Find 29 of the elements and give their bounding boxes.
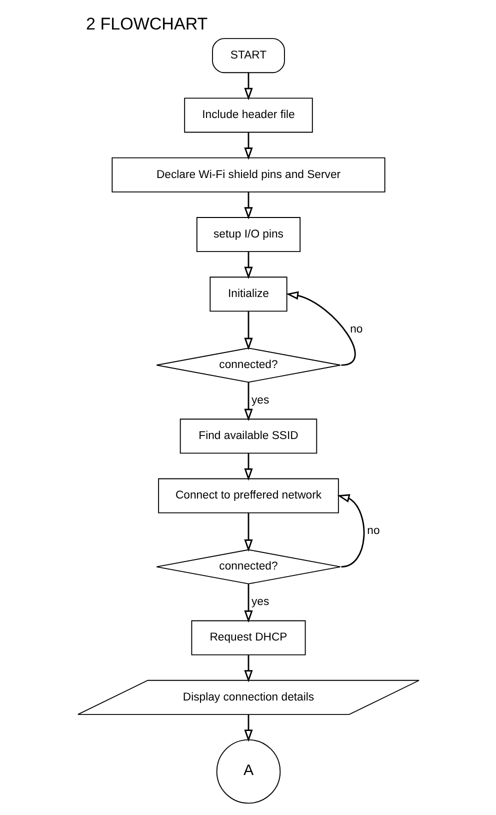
node-box: Request DHCP [190, 620, 306, 656]
arrow [244, 72, 252, 100]
node-box: START [212, 38, 284, 74]
node-box: setup I/O pins [196, 217, 300, 252]
edge-label: no [366, 525, 380, 538]
node-box: Connect to preffered network [158, 478, 338, 514]
arrow [244, 655, 252, 682]
arrow [244, 132, 252, 160]
arrow [244, 584, 252, 623]
arrow [286, 291, 356, 366]
arrow [336, 494, 364, 568]
arrow [244, 454, 252, 481]
node-box: Declare Wi-Fi shield pins and Server [111, 157, 385, 192]
diagram-title: 2 FLOWCHART [86, 14, 208, 34]
node-diamond: connected? [156, 348, 340, 383]
node-box: Include header file [184, 98, 312, 133]
arrow [244, 311, 252, 350]
arrow [244, 513, 252, 552]
arrow [244, 252, 252, 280]
node-box: Find available SSID [179, 418, 317, 454]
edge-label: no [350, 324, 362, 336]
node-box: Initialize [209, 276, 287, 312]
arrow [244, 714, 252, 742]
arrow [244, 192, 252, 220]
node-diamond: connected? [156, 549, 340, 584]
node-circle: A [216, 739, 280, 804]
edge-label: yes [251, 596, 269, 608]
arrow [244, 382, 252, 422]
edge-label: yes [251, 394, 269, 407]
